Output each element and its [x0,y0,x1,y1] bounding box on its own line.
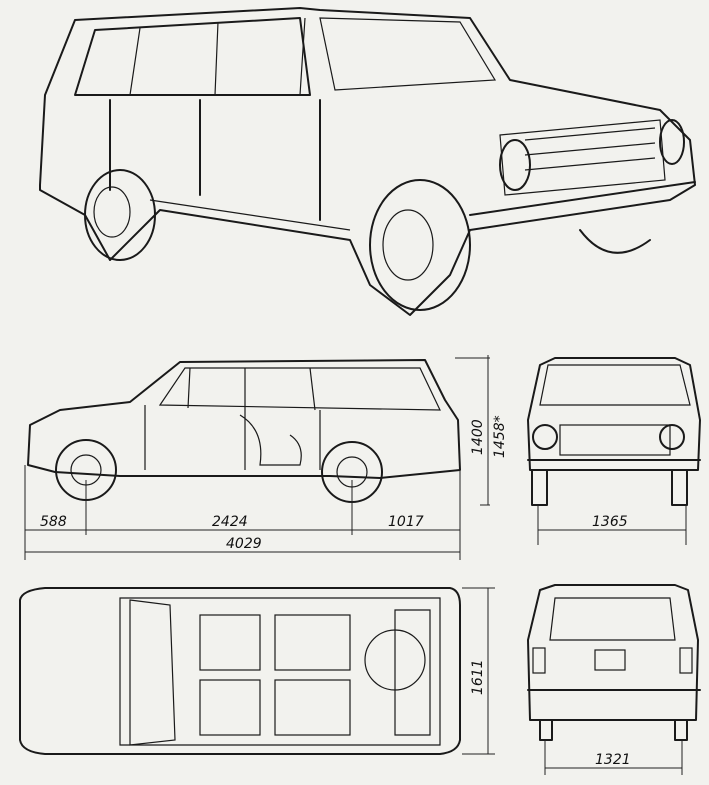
rear-track-label: 1321 [595,752,631,768]
rear-overhang-label: 1017 [388,514,424,530]
height-label: 1400 [470,419,486,455]
front-track-label: 1365 [592,514,628,530]
perspective-view [39,7,696,316]
top-view [19,587,461,755]
front-overhang-label: 588 [40,514,67,530]
dimension-lines [24,355,687,775]
rear-view [527,584,701,741]
height-loaded-label: 1458* [492,415,508,458]
overall-width-label: 1611 [470,659,486,695]
side-view [27,359,461,503]
wheelbase-label: 2424 [212,514,248,530]
overall-length-label: 4029 [226,536,262,552]
front-view [527,357,701,506]
